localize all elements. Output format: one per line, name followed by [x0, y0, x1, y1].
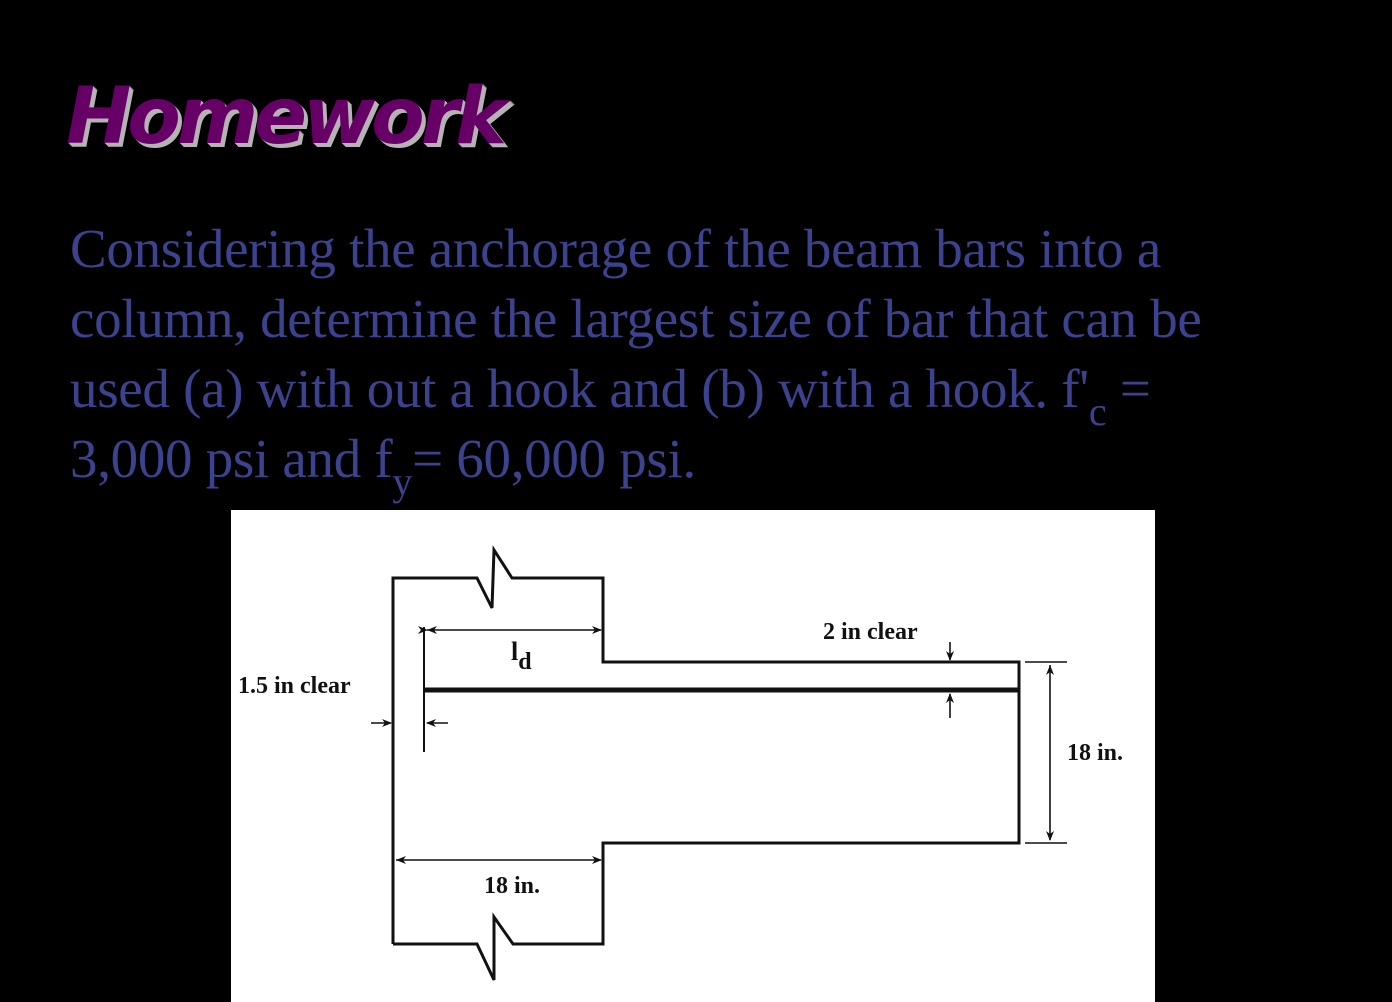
- problem-line-4-text: 3,000 psi and f: [70, 428, 393, 489]
- problem-line-3-text: used (a) with out a hook and (b) with a …: [70, 358, 1089, 419]
- ld-label: ld: [511, 637, 532, 675]
- problem-line-4: 3,000 psi and fy= 60,000 psi.: [70, 424, 1360, 502]
- beam-depth-label: 18 in.: [1067, 740, 1123, 766]
- fy-subscript: y: [392, 459, 413, 504]
- problem-line-4-value: = 60,000 psi.: [412, 428, 696, 489]
- problem-line-1: Considering the anchorage of the beam ba…: [70, 218, 1162, 279]
- diagram-canvas: ld 1.5 in clear 2 in clear 18 in. 18 in.: [238, 545, 1123, 981]
- member-outline: [391, 545, 1021, 981]
- fc-subscript: c: [1088, 389, 1107, 434]
- problem-statement: Considering the anchorage of the beam ba…: [70, 214, 1360, 502]
- beam-column-diagram: ld 1.5 in clear 2 in clear 18 in. 18 in.: [231, 510, 1155, 1002]
- column-width-label: 18 in.: [484, 873, 540, 899]
- side-cover-label: 1.5 in clear: [238, 673, 351, 699]
- slide-title: Homework: [66, 72, 507, 162]
- top-cover-label: 2 in clear: [823, 619, 918, 645]
- equals-sign: =: [1106, 358, 1151, 419]
- problem-line-3: used (a) with out a hook and (b) with a …: [70, 354, 1360, 432]
- problem-line-2: column, determine the largest size of ba…: [70, 288, 1202, 349]
